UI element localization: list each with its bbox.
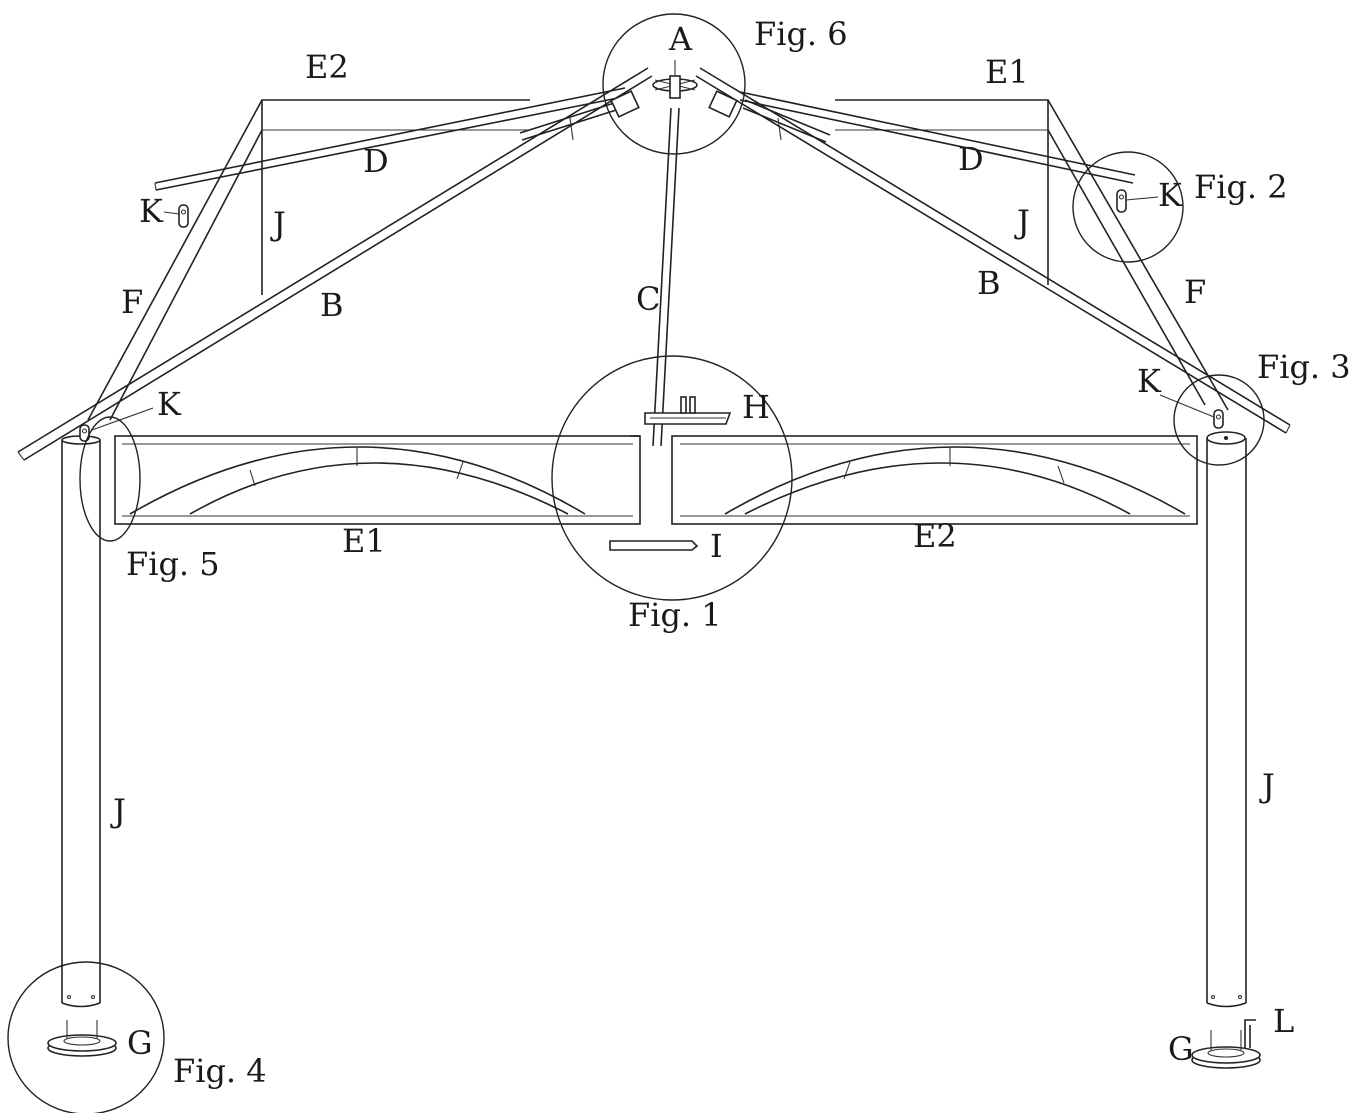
- label-d-left: D: [363, 142, 389, 180]
- label-j-front-right: J: [1259, 767, 1275, 805]
- label-fig1: Fig. 1: [628, 596, 722, 634]
- label-fig2: Fig. 2: [1194, 168, 1288, 206]
- label-a: A: [668, 20, 693, 58]
- base-plate-g-right: [1191, 1030, 1261, 1069]
- bracket-k-left-top: [163, 204, 189, 228]
- label-g-left: G: [127, 1024, 153, 1062]
- rear-frame: [261, 99, 1049, 295]
- label-fig5: Fig. 5: [126, 545, 220, 583]
- fig3-detail-circle: [1173, 374, 1265, 466]
- label-l: L: [1273, 1002, 1294, 1040]
- label-k-right-corner: K: [1137, 362, 1162, 400]
- label-b-right: B: [977, 264, 1001, 302]
- rafter-f-right: [1047, 99, 1229, 411]
- bracket-k-left-corner: [79, 407, 154, 442]
- label-fig3: Fig. 3: [1257, 348, 1351, 386]
- label-f-left: F: [121, 283, 143, 321]
- fig4-detail-circle: [7, 961, 165, 1113]
- label-h: H: [742, 388, 770, 426]
- label-k-right-top: K: [1158, 176, 1183, 214]
- label-fig6: Fig. 6: [754, 15, 848, 53]
- label-j-rear-right: J: [1014, 203, 1030, 241]
- fig6-detail-circle: [602, 13, 746, 155]
- post-j-left: [61, 435, 101, 1008]
- label-b-left: B: [320, 286, 344, 324]
- base-plate-g-left: [47, 1020, 117, 1057]
- bracket-h: [644, 396, 732, 425]
- label-k-left-top: K: [139, 192, 164, 230]
- label-j-rear-left: J: [270, 205, 286, 243]
- label-e1-rear: E1: [985, 53, 1029, 91]
- screw-l: [1244, 1019, 1256, 1048]
- bracket-i: [609, 540, 699, 551]
- label-f-right: F: [1184, 273, 1206, 311]
- rafter-b-right: [695, 67, 1291, 434]
- fig1-detail-circle: [551, 355, 793, 601]
- fig5-detail-circle: [79, 416, 141, 542]
- top-hub-a: [610, 60, 738, 118]
- post-j-right: [1206, 431, 1247, 1008]
- beam-joint-gap: [641, 446, 671, 514]
- front-beam-e2: [671, 435, 1198, 525]
- label-g-right: G: [1168, 1030, 1194, 1068]
- rafter-d-left: [154, 87, 633, 191]
- label-i: I: [710, 527, 723, 565]
- label-e1-front: E1: [342, 522, 386, 560]
- fig2-detail-circle: [1072, 151, 1184, 263]
- label-j-front-left: J: [110, 792, 126, 830]
- bracket-k-right-top: [1116, 189, 1159, 213]
- rafter-d-right: [739, 91, 1136, 184]
- rafter-b-left: [17, 67, 653, 461]
- label-d-right: D: [958, 140, 984, 178]
- front-beam-e1: [114, 435, 641, 525]
- bracket-k-right-corner: [1159, 394, 1224, 429]
- rafter-f-left: [87, 99, 263, 421]
- label-fig4: Fig. 4: [173, 1052, 267, 1090]
- label-c: C: [636, 280, 660, 318]
- label-k-left-corner: K: [157, 385, 182, 423]
- label-e2-rear: E2: [305, 48, 349, 86]
- label-e2-front: E2: [913, 517, 957, 555]
